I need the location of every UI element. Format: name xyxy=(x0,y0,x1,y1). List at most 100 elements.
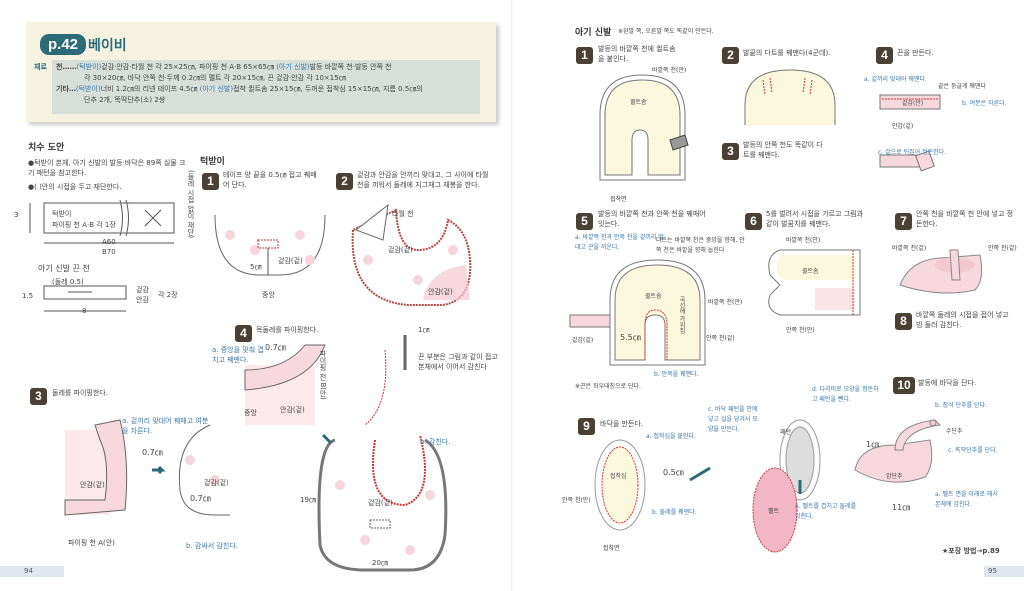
label: 퀼트솜 xyxy=(630,99,647,106)
cutting-title: 치수 도안 xyxy=(28,143,65,153)
label: b. 둘레를 꿰맨다. xyxy=(652,509,697,516)
shoe-step-9-illustration xyxy=(594,419,821,553)
bib-step-3-text: 둘레를 파이핑한다. xyxy=(52,389,108,397)
dim-b: B70 xyxy=(102,248,116,256)
label-strap-note: 끈 부분은 그림과 같이 접고 본체에서 이어서 감친다 xyxy=(418,353,498,371)
label-0-7b: 0.7㎝ xyxy=(190,494,211,503)
label: b. 여분은 자른다. xyxy=(962,100,1007,107)
bib-step-2-illustration xyxy=(351,203,472,306)
label: 곡선에 가위집 xyxy=(678,296,685,334)
label: d. 다리미로 모양을 정돈하고 패턴을 뺀다. xyxy=(812,386,879,403)
shoe-section-note: ※왼발 쪽, 오른발 쪽도 똑같이 만든다. xyxy=(618,28,714,35)
project-title: 베이비 xyxy=(88,38,127,54)
label: 접착면 xyxy=(603,545,620,552)
page-ref-badge: p.42 xyxy=(40,34,87,55)
strap-note: ※끈은 좌우대칭으로 단다. xyxy=(575,383,641,390)
bib-step-1-illustration xyxy=(214,214,326,276)
other-line-1: 기타…(턱받이)너비 1.2㎝의 리넨 테이프 4.5㎝ (아기 신발)접착 퀼… xyxy=(56,85,423,93)
label: 11㎝ xyxy=(892,503,911,512)
label: 안쪽 천(안) xyxy=(786,327,815,334)
side-note: (둘레 시접 없이 재단) xyxy=(187,170,195,239)
label-towel: 타월 천 xyxy=(392,210,414,218)
label: a. 겉끼리 맞대어 꿰맨다. xyxy=(864,76,927,83)
strap-inner: 안감 xyxy=(136,296,149,304)
bib-section-title: 턱받이 xyxy=(200,157,225,167)
step-number: 3 xyxy=(30,388,47,405)
bib-step-3-illustration xyxy=(64,419,230,516)
step-number: 3 xyxy=(722,143,739,160)
step-number: 2 xyxy=(722,47,739,64)
label-outer: 겉감(겉) xyxy=(388,246,413,254)
strap-seam: (둘레 0.5) xyxy=(52,278,84,286)
label: 바깥쪽 천(겉) xyxy=(892,245,927,252)
label: a. 접착심을 붙인다. xyxy=(646,433,696,440)
bib-step-4: 4 xyxy=(235,322,252,342)
bib-step-4-text: 목둘레를 파이핑한다. xyxy=(256,326,319,334)
label: 다트는 바깥쪽 천은 중앙을 향해, 안쪽 천은 바깥을 향해 눕힌다 xyxy=(656,237,745,254)
piping-fabric-rect xyxy=(43,202,175,234)
shoe-step-10-text: 발등에 바닥을 단다. xyxy=(918,379,977,387)
label-outer: 겉감(겉) xyxy=(278,257,303,265)
dim-a: A60 xyxy=(102,238,116,246)
shoe-step-2: 2 xyxy=(722,44,739,64)
shoe-step-10-illustration xyxy=(854,419,942,483)
label: 접착면 xyxy=(610,196,627,203)
shoe-step-1: 1 xyxy=(576,44,593,64)
wrapping-link[interactable]: ★포장 방법→p.89 xyxy=(942,547,1000,555)
page-number-left: 94 xyxy=(0,566,64,577)
other-line-2: 단추 2개, 똑딱단추(소) 2쌍 xyxy=(84,96,166,104)
label-piping-b: 파이핑 천 B(안) xyxy=(319,350,327,400)
strap-count: 각 2장 xyxy=(158,291,178,299)
label-19cm: 19㎝ xyxy=(300,496,316,504)
step-number: 5 xyxy=(576,213,593,230)
cutting-note-1: ●턱받이 본체, 아기 신발의 발등·바닥은 89쪽 실물 크기 패턴을 참고한… xyxy=(28,159,186,177)
bib-step-1: 1 xyxy=(202,170,219,190)
bib-step-1-text: 테이프 양 끝을 0.5㎝ 접고 꿰매어 단다. xyxy=(223,171,317,189)
shoe-step-8-text: 바깥쪽 둘레의 시접을 접어 넣고 빙 둘러 감친다. xyxy=(916,311,1009,329)
break-mark xyxy=(119,199,129,237)
label-1cm: 1㎝ xyxy=(418,326,430,334)
button-icon xyxy=(929,419,937,427)
label: c. 바닥 패턴을 안에 넣고 실을 당겨서 모양을 만든다. xyxy=(708,406,758,433)
cutting-diagram xyxy=(29,199,175,312)
label-outer: 겉감(겉) xyxy=(368,499,393,507)
fabric-line-2: 각 30×20㎝, 바닥 안쪽 천·두께 0.2㎝의 펠트 각 20×15㎝, … xyxy=(84,74,346,82)
bib-step-2: 2 xyxy=(336,170,353,190)
piece-desc: 파이핑 천 A·B 각 1장 xyxy=(52,221,116,229)
shoe-step-2-text: 발끝의 다트를 꿰맨다(4군데). xyxy=(743,49,831,57)
label: 겉감(안) xyxy=(902,100,924,107)
label-inner: 안감(겉) xyxy=(428,288,453,296)
dim-height: 3 xyxy=(14,211,19,219)
label: 1㎝ xyxy=(866,440,880,449)
step-number: 1 xyxy=(202,173,219,190)
label-0-7: 0.7㎝ xyxy=(142,448,163,457)
step-number: 9 xyxy=(578,418,595,435)
shoe-step-3: 3 xyxy=(722,140,739,160)
label: b. 안쪽을 꿰맨다. xyxy=(654,371,699,378)
label: a. 바깥쪽 천과 안쪽 천을 겉끼리 맞대고 끈을 끼운다. xyxy=(575,234,664,251)
label: 퀼트솜 xyxy=(802,268,819,275)
label-center: 중앙 xyxy=(262,291,275,299)
label: 안쪽 천(안) xyxy=(562,497,591,504)
label: c. 똑딱단추를 단다. xyxy=(948,447,998,454)
step-number: 4 xyxy=(235,325,252,342)
label-outer: 겉감(겉) xyxy=(204,479,229,487)
materials-box: p.42 베이비 재료 천……(턱받이)겉감·안감·타월 천 각 25×25㎝,… xyxy=(26,22,496,122)
label: c. 겉으로 뒤집어 정돈한다. xyxy=(878,149,947,156)
label-center: 중앙 xyxy=(244,409,257,417)
shoe-step-4-illustration xyxy=(879,94,941,172)
shoe-step-2-illustration xyxy=(744,69,836,125)
shoe-step-7-text: 안쪽 천을 바깥쪽 천 안에 넣고 정돈한다. xyxy=(916,210,1014,228)
step-number: 8 xyxy=(895,313,912,330)
label: 겉감(겉) xyxy=(572,337,594,344)
label: 안감(겉) xyxy=(892,123,914,130)
shoe-step-1-illustration xyxy=(599,74,689,181)
strap-title: 아기 신발 끈 천 xyxy=(38,264,90,273)
label: 바깥쪽 천(안) xyxy=(652,67,687,74)
shoe-step-5: 5 xyxy=(576,210,593,230)
label: 펠트 xyxy=(768,508,780,515)
step-number: 1 xyxy=(576,47,593,64)
arrow-down-right-icon xyxy=(321,433,333,445)
label: 5.5㎝ xyxy=(620,333,641,342)
shoe-step-10: 10 xyxy=(893,374,915,394)
